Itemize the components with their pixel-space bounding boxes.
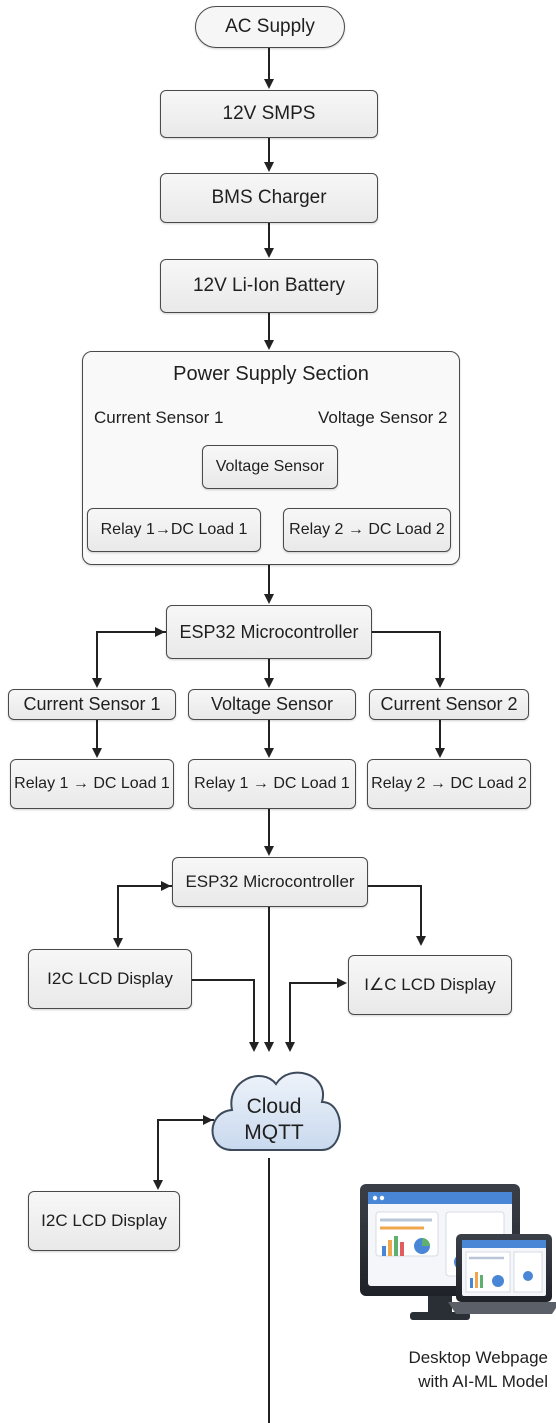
cloud-mqtt-label: Cloud MQTT xyxy=(214,1094,334,1146)
relay-right-node: Relay 2 → DC Load 2 xyxy=(367,759,531,809)
esp32-node-2: ESP32 Microcontroller xyxy=(172,857,368,907)
bar-chart-icon xyxy=(382,1236,404,1256)
pie-chart-icon xyxy=(414,1238,430,1254)
relay-mid-node: Relay 1 → DC Load 1 xyxy=(188,759,356,809)
laptop-icon xyxy=(448,1234,556,1314)
arrow-lcd-left-to-cloud xyxy=(192,979,259,1052)
power-voltage-sensor-node: Voltage Sensor xyxy=(202,445,338,489)
arrow-esp32b-to-lcd-right xyxy=(368,885,426,946)
cloud-label-line2: MQTT xyxy=(244,1121,304,1144)
esp32-node-1: ESP32 Microcontroller xyxy=(166,605,372,659)
arrow-esp32-to-cs1 xyxy=(92,631,166,688)
lcd-bottom-node: I2C LCD Display xyxy=(28,1191,180,1251)
power-relay2-node: Relay 2 → DC Load 2 xyxy=(283,508,451,552)
smps-node: 12V SMPS xyxy=(160,90,378,138)
cloud-icon xyxy=(211,1071,341,1151)
power-voltage-sensor2-label: Voltage Sensor 2 xyxy=(318,408,448,427)
arrow-cloud-to-lcd-right xyxy=(289,978,347,1050)
desktop-label-line2: with AI-ML Model xyxy=(418,1372,548,1391)
current-sensor-1-node: Current Sensor 1 xyxy=(8,689,176,720)
lcd-right-node: I∠C LCD Display xyxy=(348,955,512,1015)
power-current-sensor-label: Current Sensor 1 xyxy=(94,408,224,427)
arrow-cloud-to-lcd-bottom xyxy=(153,1119,214,1190)
cloud-label-line1: Cloud xyxy=(246,1095,302,1118)
bms-charger-node: BMS Charger xyxy=(160,173,378,223)
arrow-esp32b-to-lcd-left xyxy=(113,885,172,948)
power-relay1-node: Relay 1→DC Load 1 xyxy=(87,508,261,552)
current-sensor-2-node: Current Sensor 2 xyxy=(369,689,529,720)
desktop-label: Desktop Webpage with AI-ML Model xyxy=(388,1346,548,1394)
ac-supply-node: AC Supply xyxy=(195,6,345,48)
power-section-title: Power Supply Section xyxy=(173,363,369,385)
desktop-label-line1: Desktop Webpage xyxy=(408,1348,548,1367)
lcd-left-node: I2C LCD Display xyxy=(28,949,192,1009)
arrow-esp32-to-cs2 xyxy=(372,631,445,688)
battery-node: 12V Li-Ion Battery xyxy=(160,259,378,313)
relay-left-node: Relay 1 → DC Load 1 xyxy=(10,759,174,809)
voltage-sensor-node: Voltage Sensor xyxy=(188,689,356,720)
